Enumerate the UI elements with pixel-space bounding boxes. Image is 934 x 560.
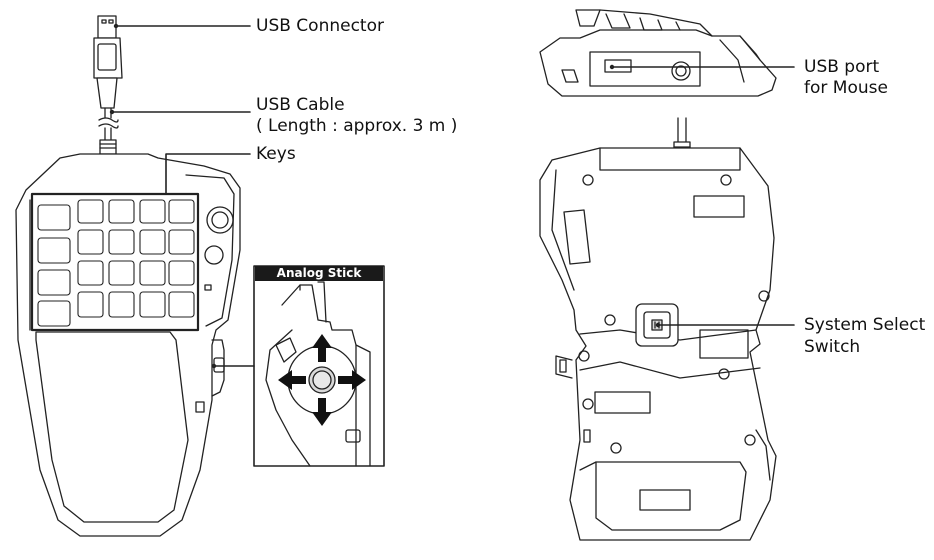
usb-port-label: USB port [804, 57, 880, 77]
leader-lines [109, 23, 795, 369]
analog-stick-title: Analog Stick [255, 266, 383, 281]
usb-connector-drawing [93, 15, 123, 109]
keypad-side-view [539, 9, 777, 97]
usb-cable-label: USB Cable [256, 95, 345, 115]
system-select-switch-label: Switch [804, 337, 861, 357]
usb-cable-length-label: ( Length : approx. 3 m ) [256, 116, 458, 136]
keys-frame [30, 192, 200, 332]
usb-connector-label: USB Connector [256, 16, 384, 36]
usb-cable-drawing [98, 107, 119, 155]
keys-label: Keys [256, 144, 296, 164]
keys-grid [37, 199, 195, 327]
analog-stick-inset [253, 265, 385, 467]
usb-port-mouse-label: for Mouse [804, 78, 888, 98]
system-select-label: System Select [804, 315, 926, 335]
